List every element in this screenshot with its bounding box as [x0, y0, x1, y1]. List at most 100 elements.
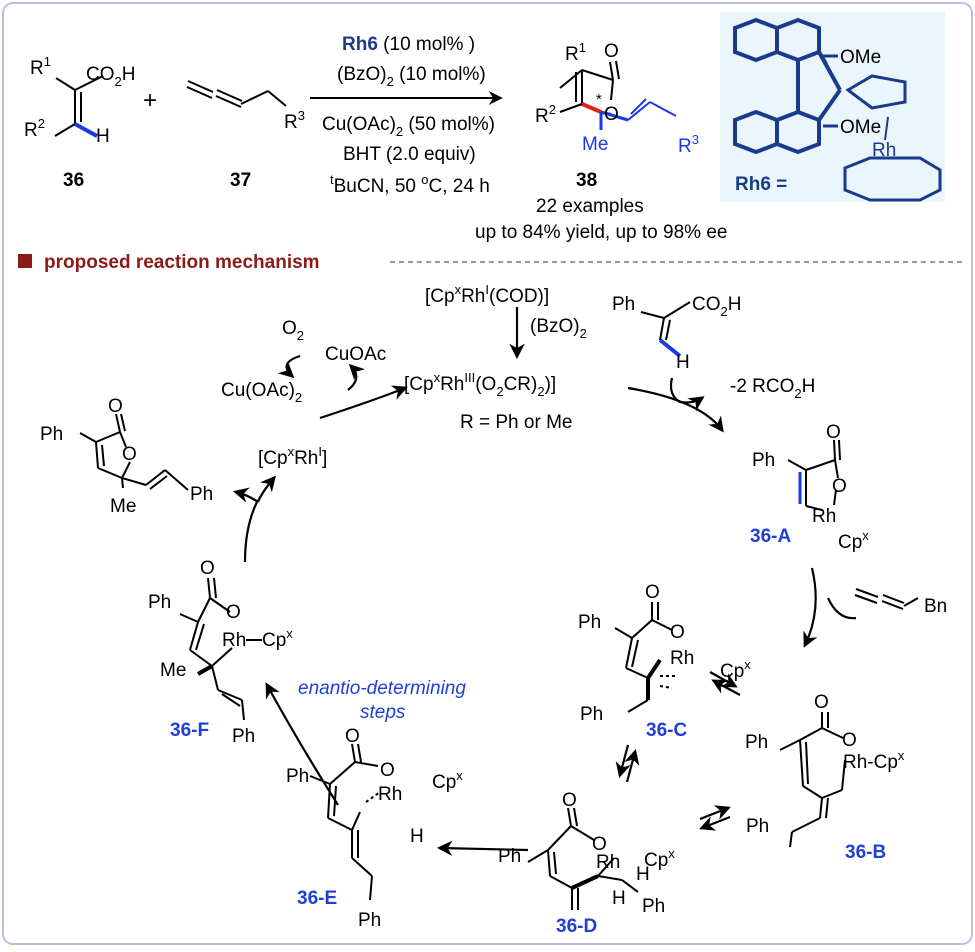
- product-me: Me: [110, 496, 136, 517]
- 36A-rh: Rh: [812, 506, 836, 527]
- 36B-o1: O: [814, 692, 829, 713]
- 36B-rh: Rh-Cpx: [843, 748, 905, 773]
- 36D-h2: H: [612, 888, 626, 909]
- 36F-o2: O: [226, 602, 241, 623]
- cuoac2-label: Cu(OAc)2: [221, 380, 302, 405]
- product-ph1: Ph: [40, 424, 63, 445]
- label-37: 37: [230, 170, 251, 191]
- enantio-label-2: steps: [360, 702, 406, 723]
- compound-36: [54, 75, 104, 138]
- condition-solvent: tBuCN, 50 oC, 24 h: [330, 172, 490, 197]
- mechanism-labels: [CpxRhI(COD)] (BzO)2 [CpxRhIII(O2CR)2)] …: [40, 282, 947, 937]
- label-36-D: 36-D: [556, 916, 597, 937]
- condition-cu: Cu(OAc)2 (50 mol%): [322, 114, 495, 139]
- r-definition: R = Ph or Me: [460, 412, 572, 433]
- intermediate-36-E-structure: [309, 743, 381, 901]
- r2-label: R2: [24, 116, 45, 141]
- rh6-rh: Rh: [872, 140, 896, 161]
- rh6-ome-top: OMe: [840, 47, 881, 68]
- condition-bzo: (BzO)2 (10 mol%): [337, 64, 486, 89]
- 36E-h: H: [410, 826, 424, 847]
- arrow-reoxidation: [319, 385, 408, 420]
- reaction-labels: R1 CO2H R2 H + R3 36 37 Rh6 (10 mol% ) (…: [24, 34, 896, 243]
- arrow-o2: [277, 354, 301, 379]
- equilibrium-bc-reverse: [711, 679, 741, 696]
- 36B-o2: O: [842, 730, 857, 751]
- equilibrium-cd-reverse: [624, 749, 640, 783]
- 36F-rh: Rh: [222, 630, 246, 651]
- 36D-cp: Cpx: [644, 846, 675, 871]
- 36F-o1: O: [200, 558, 215, 579]
- product-me: Me: [582, 134, 608, 155]
- 36D-ph2: Ph: [642, 896, 665, 917]
- condition-bht: BHT (2.0 equiv): [343, 144, 476, 165]
- 36C-ph: Ph: [578, 612, 601, 633]
- acid-ph: Ph: [612, 294, 635, 315]
- 36C-o1: O: [645, 582, 660, 603]
- equilibrium-bc-forward: [709, 671, 738, 688]
- 36F-me: Me: [160, 660, 186, 681]
- allene-bn: Bn: [924, 596, 947, 617]
- 36C-rh: Rh: [670, 648, 694, 669]
- intermediate-36-C-structure: [614, 602, 675, 713]
- 36C-o2: O: [670, 622, 685, 643]
- intermediate-36-F-structure: [179, 577, 245, 721]
- product-r3: R3: [678, 132, 699, 157]
- label-36-B: 36-B: [845, 842, 886, 863]
- arrow-f-to-rh: [256, 475, 277, 503]
- intermediate-36-D-structure: [527, 807, 639, 910]
- equilibrium-cd-forward: [615, 744, 631, 778]
- mech-product-structure: [79, 413, 189, 491]
- 36C-ph2: Ph: [580, 704, 603, 725]
- 36D-rh: Rh: [596, 852, 620, 873]
- product-ring-o: O: [604, 104, 619, 125]
- acid-substrate: [640, 301, 691, 358]
- rh6-background: [720, 12, 945, 202]
- examples-text: 22 examples: [536, 196, 644, 217]
- arrow-ch-activation: [627, 386, 724, 433]
- product-o1: O: [108, 396, 123, 417]
- allene-reagent: [854, 588, 919, 610]
- acid-h: H: [676, 352, 690, 373]
- arrow-acid-release: [669, 377, 705, 412]
- 36E-cp: Cpx: [432, 768, 463, 793]
- 36F-ph2: Ph: [232, 726, 255, 747]
- 36C-cp: Cpx: [720, 657, 751, 682]
- heading-bullet: [18, 254, 32, 268]
- product-carbonyl-o: O: [604, 41, 619, 62]
- 36F-ph: Ph: [148, 592, 171, 613]
- mechanism-heading: proposed reaction mechanism: [18, 252, 962, 273]
- rh6-equals: Rh6 =: [735, 174, 787, 195]
- equilibrium-db-reverse: [699, 815, 731, 831]
- r1-label: R1: [30, 54, 51, 79]
- r3-label: R3: [284, 108, 305, 133]
- 36E-o2: O: [380, 760, 395, 781]
- intermediate-36-A-structure: [787, 439, 841, 511]
- rh6-catalyst-panel: [720, 12, 945, 202]
- stereocenter-star: *: [596, 91, 602, 108]
- reaction-scheme: [54, 60, 677, 138]
- 36D-o2: O: [592, 834, 607, 855]
- 36A-ph: Ph: [752, 450, 775, 471]
- 36E-ph2: Ph: [358, 910, 381, 931]
- label-36-F: 36-F: [170, 720, 209, 741]
- yield-ee-text: up to 84% yield, up to 98% ee: [475, 222, 727, 243]
- arrow-d-to-e: [436, 840, 529, 856]
- arrow-e-to-f: [265, 682, 339, 806]
- label-36-C: 36-C: [646, 720, 687, 741]
- co2h-label: CO2H: [86, 64, 135, 89]
- label-36-A: 36-A: [750, 526, 791, 547]
- active-catalyst-label: [CpxRhIII(O2CR)2)]: [404, 370, 556, 399]
- arrow-f-up: [243, 499, 259, 563]
- mechanism-title: proposed reaction mechanism: [44, 252, 320, 273]
- rh1-label: [CpxRhI]: [258, 444, 327, 469]
- 36A-o2: O: [832, 476, 847, 497]
- cuoac-label: CuOAc: [325, 344, 386, 365]
- intermediate-36-B-structure: [779, 712, 846, 848]
- product-r2: R2: [535, 102, 556, 127]
- equilibrium-db-forward: [699, 805, 731, 821]
- arrow-product-release: [233, 487, 259, 503]
- product-ph2: Ph: [190, 484, 213, 505]
